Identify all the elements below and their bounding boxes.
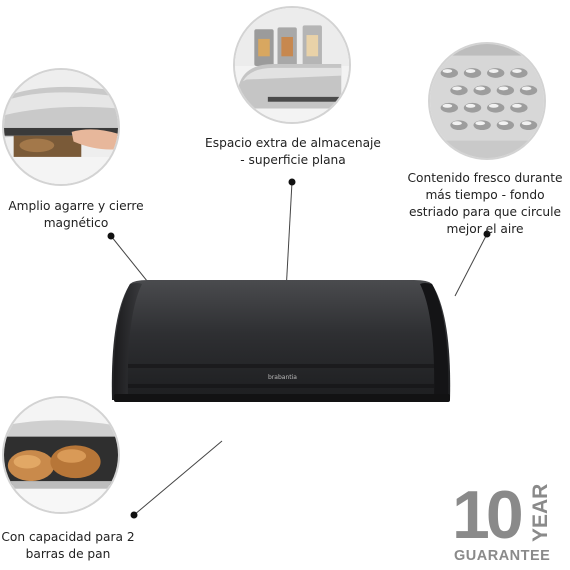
warranty-number: 10 bbox=[452, 477, 522, 553]
feature-label-grip: Amplio agarre y cierre magnético bbox=[8, 199, 144, 230]
warranty-word: GUARANTEE bbox=[454, 548, 550, 564]
brand-logo: brabantia bbox=[268, 374, 297, 381]
grip-detail-image bbox=[2, 68, 120, 186]
feature-label-fresh: Contenido fresco durante más tiempo - fo… bbox=[407, 171, 563, 236]
bread-bin-product: brabantia bbox=[111, 280, 451, 402]
callout-dot-capacity bbox=[130, 511, 138, 519]
storage-detail-image bbox=[233, 6, 351, 124]
callout-dot-storage bbox=[288, 178, 296, 186]
warranty-unit: YEAR bbox=[529, 484, 552, 542]
capacity-detail-image bbox=[2, 396, 120, 514]
feature-label-capacity: Con capacidad para 2 barras de pan bbox=[1, 530, 135, 561]
warranty-badge: 10 YEAR GUARANTEE bbox=[452, 474, 552, 564]
callout-dot-grip bbox=[107, 232, 115, 240]
ridged-bottom-detail-image bbox=[428, 42, 546, 160]
feature-label-storage: Espacio extra de almacenaje - superficie… bbox=[205, 136, 381, 167]
